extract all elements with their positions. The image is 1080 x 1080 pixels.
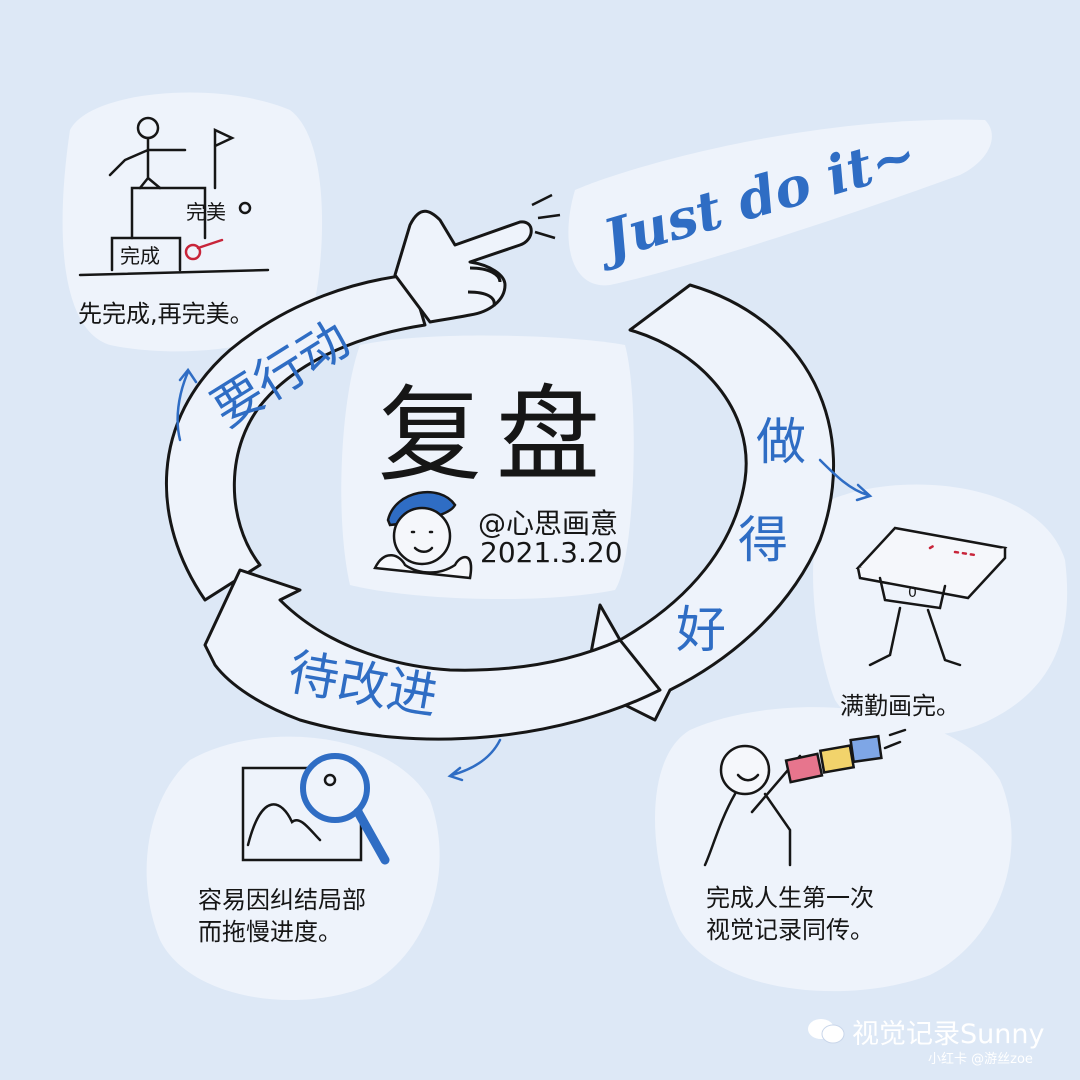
ring-label-good: 好 [676,590,726,662]
note-bottom-left-line2: 而拖慢进度。 [198,912,342,947]
note-bottom-right-line1: 完成人生第一次 [706,878,874,913]
ring-label-do: 做 [756,402,806,474]
note-bottom-right-line2: 视觉记录同传。 [706,910,874,945]
watermark-credit: 小红卡 @游丝zoe [928,1048,1033,1067]
step-high-label: 完美 [186,196,226,225]
step-low-label: 完成 [120,240,160,269]
page-title: 复盘 [378,350,614,501]
date-label: 2021.3.20 [480,536,623,569]
watermark-brand: 视觉记录Sunny [852,1012,1044,1051]
note-right: 满勤画完。 [840,686,960,721]
svg-text:0: 0 [908,585,917,601]
ring-label-well: 得 [738,500,788,572]
blob-bottom-left [147,737,440,1000]
note-bottom-left-line1: 容易因纠结局部 [198,880,366,915]
note-top-left: 先完成,再完美。 [78,294,254,329]
pointing-hand [395,195,560,322]
wechat-icon [806,1016,846,1046]
